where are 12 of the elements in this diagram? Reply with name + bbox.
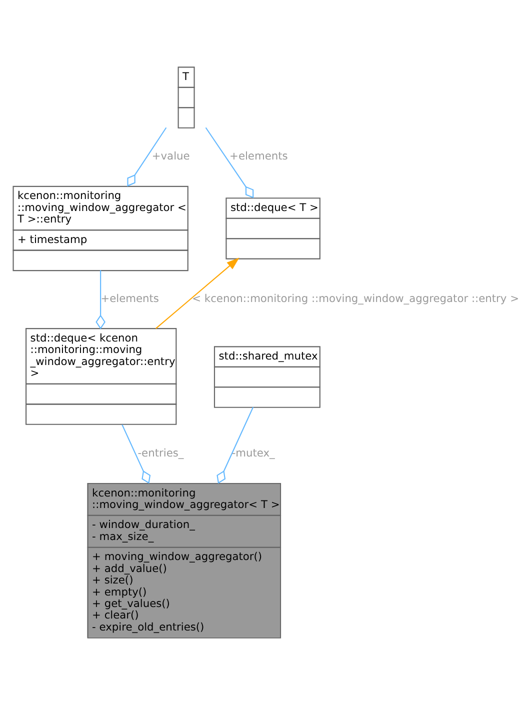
edge-label: +elements xyxy=(100,291,158,304)
edge-label: +value xyxy=(151,148,190,162)
connector xyxy=(216,406,254,484)
edge-label: -entries_ xyxy=(137,446,184,459)
edge-label: < kcenon::monitoring ::moving_window_aggregator ::entry > xyxy=(192,291,518,304)
connector xyxy=(121,424,150,484)
arrow xyxy=(154,257,239,328)
connector xyxy=(204,126,254,198)
edge-label: -mutex_ xyxy=(231,446,274,459)
edge-label: +elements xyxy=(229,148,288,162)
connector xyxy=(95,270,105,329)
connector xyxy=(126,126,166,186)
